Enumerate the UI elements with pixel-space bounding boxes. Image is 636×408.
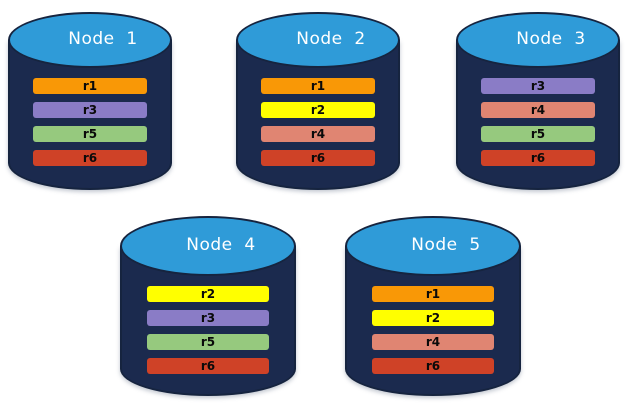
replica-bar-list: r1 r2 r4 r6 bbox=[372, 286, 494, 374]
replica-bar[interactable]: r5 bbox=[147, 334, 269, 350]
replica-bar[interactable]: r4 bbox=[481, 102, 595, 118]
replica-bar[interactable]: r1 bbox=[261, 78, 375, 94]
replica-label: r2 bbox=[425, 311, 441, 325]
replica-label: r4 bbox=[425, 335, 441, 349]
replica-label: r4 bbox=[310, 127, 326, 141]
replica-bar[interactable]: r5 bbox=[33, 126, 147, 142]
replica-bar[interactable]: r3 bbox=[147, 310, 269, 326]
replica-label: r6 bbox=[200, 359, 216, 373]
cylinder-top-ellipse bbox=[456, 12, 620, 68]
replica-label: r4 bbox=[530, 103, 546, 117]
replica-bar[interactable]: r3 bbox=[481, 78, 595, 94]
replica-label: r6 bbox=[82, 151, 98, 165]
cylinder-top-ellipse bbox=[236, 12, 400, 68]
replica-bar[interactable]: r6 bbox=[33, 150, 147, 166]
replica-bar[interactable]: r3 bbox=[33, 102, 147, 118]
replica-label: r5 bbox=[200, 335, 216, 349]
replica-bar[interactable]: r6 bbox=[481, 150, 595, 166]
replica-label: r2 bbox=[310, 103, 326, 117]
replica-label: r5 bbox=[82, 127, 98, 141]
replica-label: r3 bbox=[82, 103, 98, 117]
replica-bar[interactable]: r6 bbox=[147, 358, 269, 374]
replica-label: r6 bbox=[425, 359, 441, 373]
replica-bar[interactable]: r1 bbox=[372, 286, 494, 302]
replica-bar[interactable]: r5 bbox=[481, 126, 595, 142]
replica-bar[interactable]: r2 bbox=[147, 286, 269, 302]
replica-bar-list: r2 r3 r5 r6 bbox=[147, 286, 269, 374]
replica-bar-list: r1 r3 r5 r6 bbox=[33, 78, 147, 166]
replica-label: r1 bbox=[82, 79, 98, 93]
replica-bar[interactable]: r6 bbox=[372, 358, 494, 374]
cylinder-top-ellipse bbox=[345, 216, 521, 276]
cylinder-top-ellipse bbox=[120, 216, 296, 276]
replica-label: r5 bbox=[530, 127, 546, 141]
replica-label: r3 bbox=[530, 79, 546, 93]
replica-bar[interactable]: r4 bbox=[372, 334, 494, 350]
replica-bar[interactable]: r2 bbox=[372, 310, 494, 326]
replica-label: r1 bbox=[310, 79, 326, 93]
replica-label: r2 bbox=[200, 287, 216, 301]
replica-bar-list: r3 r4 r5 r6 bbox=[481, 78, 595, 166]
replica-label: r3 bbox=[200, 311, 216, 325]
replica-bar[interactable]: r6 bbox=[261, 150, 375, 166]
replica-bar[interactable]: r4 bbox=[261, 126, 375, 142]
replica-label: r1 bbox=[425, 287, 441, 301]
cylinder-top-ellipse bbox=[8, 12, 172, 68]
replica-bar[interactable]: r1 bbox=[33, 78, 147, 94]
replica-bar[interactable]: r2 bbox=[261, 102, 375, 118]
replica-bar-list: r1 r2 r4 r6 bbox=[261, 78, 375, 166]
replica-label: r6 bbox=[530, 151, 546, 165]
replica-label: r6 bbox=[310, 151, 326, 165]
